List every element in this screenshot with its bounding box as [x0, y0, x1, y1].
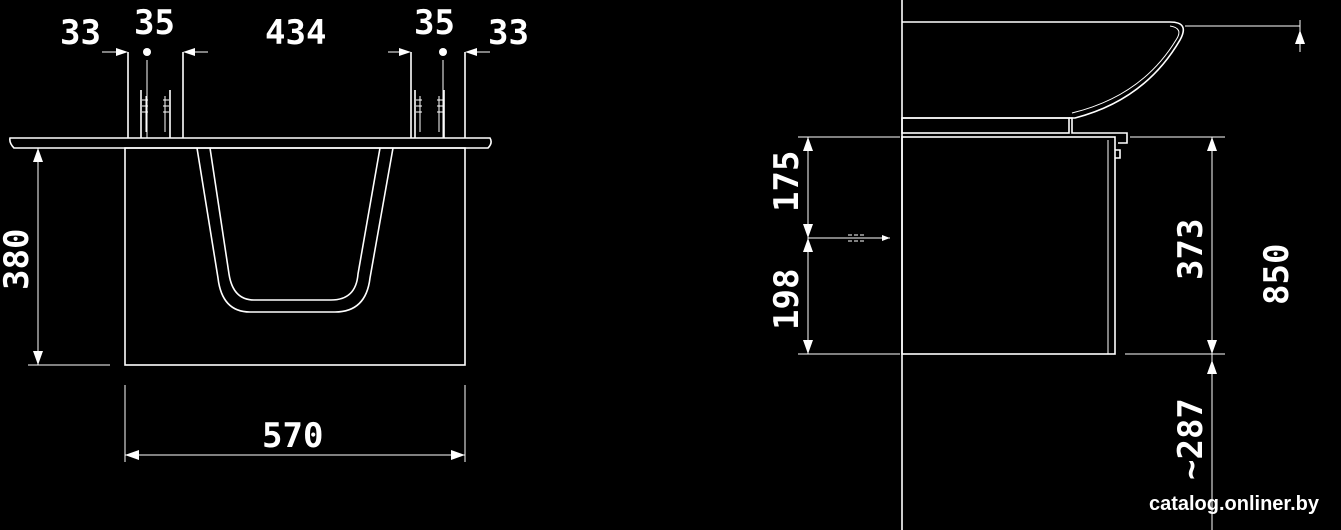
drawer-cutout-inner — [209, 147, 381, 301]
dim-center: 434 — [265, 13, 326, 53]
drain-pipe — [808, 234, 890, 242]
basin-profile — [902, 21, 1185, 119]
right-side-dimensions — [1125, 136, 1225, 530]
dim-left-offset: 33 — [60, 13, 101, 53]
front-view: 33 35 434 35 33 380 570 — [0, 3, 529, 462]
right-tap-posts — [410, 48, 466, 138]
dim-cabinet: 373 — [1171, 219, 1211, 280]
top-dimension-arrows — [102, 48, 490, 56]
side-view: 175 198 373 850 ~287 — [767, 0, 1305, 530]
width-dimension-line — [124, 385, 466, 462]
countertop — [9, 137, 492, 149]
dim-lower: 198 — [767, 269, 807, 330]
left-side-dimensions — [798, 136, 900, 355]
dim-floor: ~287 — [1171, 398, 1211, 480]
dim-width: 570 — [262, 416, 323, 456]
cabinet-body — [124, 147, 466, 366]
dim-left-spacing: 35 — [134, 3, 175, 43]
dim-upper: 175 — [767, 151, 807, 212]
side-cabinet-body — [901, 136, 1116, 355]
side-countertop — [901, 117, 1070, 134]
side-countertop-edge — [1069, 117, 1128, 144]
left-tap-posts — [127, 48, 184, 138]
dim-total: 850 — [1257, 244, 1297, 305]
dim-right-spacing: 35 — [414, 3, 455, 43]
drawer-cutout-outer — [196, 147, 394, 313]
dim-height: 380 — [0, 229, 37, 290]
top-reference — [1185, 20, 1305, 52]
dim-right-offset: 33 — [488, 13, 529, 53]
watermark: catalog.onliner.by — [1148, 493, 1319, 515]
height-dimension-line — [28, 148, 110, 366]
basin-profile-inner — [1071, 25, 1180, 114]
